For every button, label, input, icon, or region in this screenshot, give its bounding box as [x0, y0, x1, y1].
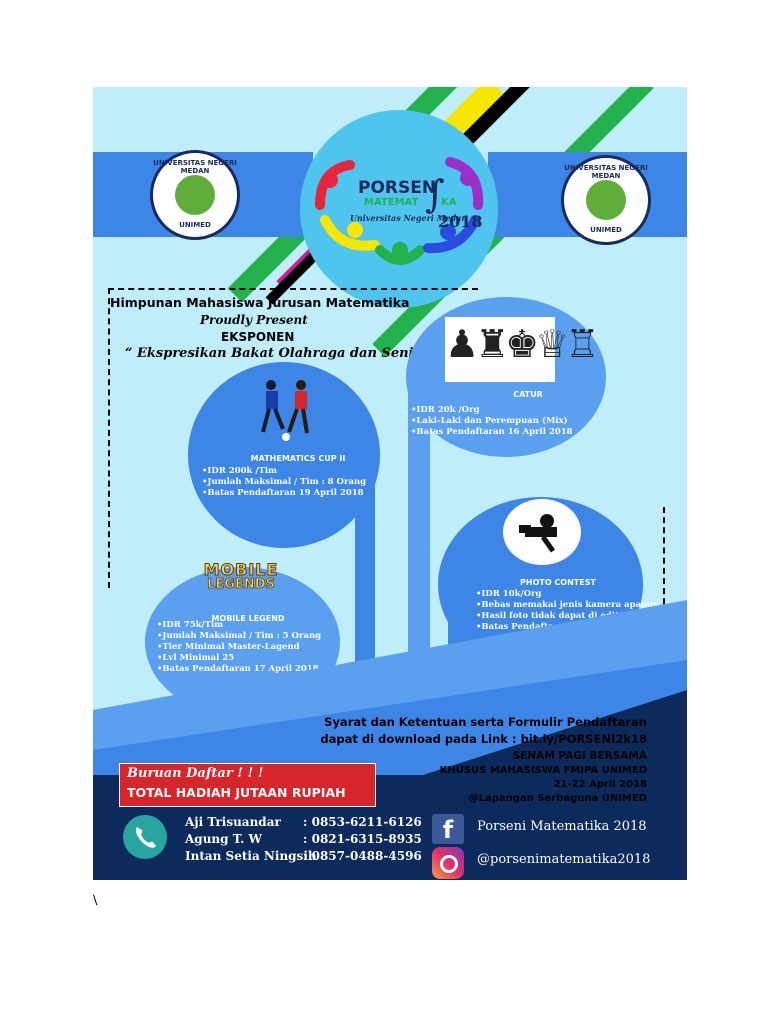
contact-name: Intan Setia Ningsih — [185, 849, 317, 863]
logo-ring-text: UNIVERSITAS NEGERI MEDAN — [153, 159, 237, 175]
mobile-line: •Batas Pendaftaran 17 April 2018 — [157, 664, 319, 674]
organizer-text: Himpunan Mahasiswa Jurusan Matematika — [110, 295, 410, 310]
math-cup-title: MATHEMATICS CUP II — [250, 454, 346, 463]
contact-row: Agung T. W : 0821-6315-8935 — [185, 832, 422, 846]
event-logo-circle: PORSEN MATEMAT ∫ KA Universitas Negeri M… — [300, 110, 498, 308]
senam-title: SENAM PAGI BERSAMA — [512, 750, 647, 762]
photo-line: •IDR 10k/Org — [476, 589, 542, 599]
logo-emblem-icon — [175, 175, 215, 215]
logo-year-text: 2018 — [438, 212, 483, 231]
tagline-text: “ Ekspresikan Bakat Olahraga dan Seni ” — [125, 346, 426, 361]
photographer-icon — [503, 499, 581, 565]
integral-icon: ∫ — [425, 172, 445, 216]
pillar-left — [355, 467, 375, 707]
eksponen-text: EKSPONEN — [221, 330, 295, 344]
chess-glyphs: ♟♜♚♕♖ — [445, 322, 599, 366]
promo-box — [119, 763, 376, 807]
instagram-handle[interactable]: @porsenimatematika2018 — [477, 852, 651, 867]
mobile-logo-bottom: LEGENDS — [207, 577, 276, 593]
logo-university-text: Universitas Negeri Medan — [350, 213, 468, 223]
mobile-legends-logo: MOBILE LEGENDS — [191, 560, 291, 608]
requirements-line-2: dapat di download pada Link : bit.ly/POR… — [320, 732, 647, 746]
senam-audience: KHUSUS MAHASISWA FMIPA UNIMED — [439, 765, 647, 776]
math-cup-line: •Jumlah Maksimal / Tim : 8 Orang — [202, 477, 367, 487]
hadiah-text: TOTAL HADIAH JUTAAN RUPIAH — [127, 785, 346, 800]
math-cup-line: •Batas Pendaftaran 19 April 2018 — [202, 488, 364, 498]
contact-row: Aji Trisuandar : 0853-6211-6126 — [185, 815, 422, 829]
mobile-logo-top: MOBILE — [203, 560, 279, 580]
unimed-logo-left: UNIVERSITAS NEGERI MEDAN UNIMED — [150, 150, 240, 240]
bottom-wave — [93, 600, 687, 880]
chess-pieces-icon — [445, 317, 555, 382]
mobile-line: •Tier Minimal Master-Lagend — [157, 642, 300, 652]
logo-main-text: PORSEN — [358, 178, 437, 198]
mobile-line: •IDR 75k/Tim — [157, 620, 224, 630]
soccer-players-icon — [261, 380, 309, 441]
photo-contest-title: PHOTO CONTEST — [520, 578, 596, 587]
math-cup-circle — [188, 362, 380, 548]
senam-location: @Lapangan Serbaguna UNIMED — [468, 793, 647, 804]
contact-phone[interactable]: : 0853-6211-6126 — [303, 815, 422, 829]
proudly-text: Proudly Present — [200, 313, 308, 327]
dashed-frame-left — [108, 288, 110, 588]
stray-backslash: \ — [93, 893, 98, 908]
contact-row: Intan Setia Ningsih: 0857-0488-4596 — [185, 849, 422, 863]
event-logo-people-icon — [315, 157, 484, 265]
mobile-legend-details: •IDR 75k/Tim •Jumlah Maksimal / Tim : 5 … — [157, 620, 321, 675]
mobile-legend-title: MOBILE LEGEND — [211, 614, 285, 623]
pillar-right — [408, 387, 430, 707]
catur-line: •IDR 20k /Org — [411, 405, 480, 415]
logo-sub-text-2: KA — [441, 197, 457, 208]
logo-sub-text: MATEMAT — [364, 197, 419, 208]
math-cup-line: •IDR 200k /Tim — [202, 466, 278, 476]
phone-icon[interactable] — [123, 815, 167, 859]
buruan-text: Buruan Daftar ! ! ! — [127, 766, 264, 781]
photo-line: •Bebas memakai jenis kamera apapun — [476, 600, 660, 610]
poster: UNIVERSITAS NEGERI MEDAN UNIMED UNIVERSI… — [93, 87, 687, 880]
logo-ring-bottom: UNIMED — [179, 221, 211, 229]
mobile-line: •Lvl Minimal 25 — [157, 653, 235, 663]
photo-line: •Hasil foto tidak dapat di edit — [476, 611, 619, 621]
mobile-line: •Jumlah Maksimal / Tim : 5 Orang — [157, 631, 322, 641]
contact-phone[interactable]: : 0857-0488-4596 — [303, 849, 422, 863]
senam-date: 21-22 April 2018 — [553, 779, 647, 790]
logo-emblem-icon — [586, 180, 626, 220]
contact-name: Agung T. W — [185, 832, 262, 846]
facebook-icon[interactable]: f — [432, 814, 464, 844]
math-cup-details: •IDR 200k /Tim •Jumlah Maksimal / Tim : … — [202, 466, 366, 499]
facebook-name[interactable]: Porseni Matematika 2018 — [477, 819, 647, 834]
logo-ring-bottom: UNIMED — [590, 226, 622, 234]
dashed-frame-top — [108, 288, 478, 290]
logo-ring-text: UNIVERSITAS NEGERI MEDAN — [564, 164, 648, 180]
catur-line: •Laki-Laki dan Perempuan (Mix) — [411, 416, 568, 426]
contact-phone[interactable]: : 0821-6315-8935 — [303, 832, 422, 846]
instagram-icon[interactable] — [432, 847, 464, 879]
unimed-logo-right: UNIVERSITAS NEGERI MEDAN UNIMED — [561, 155, 651, 245]
catur-title: CATUR — [513, 390, 543, 399]
requirements-line-1: Syarat dan Ketentuan serta Formulir Pend… — [324, 715, 647, 729]
catur-details: •IDR 20k /Org •Laki-Laki dan Perempuan (… — [411, 405, 573, 438]
catur-line: •Batas Pendaftaran 16 April 2018 — [411, 427, 573, 437]
contact-name: Aji Trisuandar — [185, 815, 281, 829]
